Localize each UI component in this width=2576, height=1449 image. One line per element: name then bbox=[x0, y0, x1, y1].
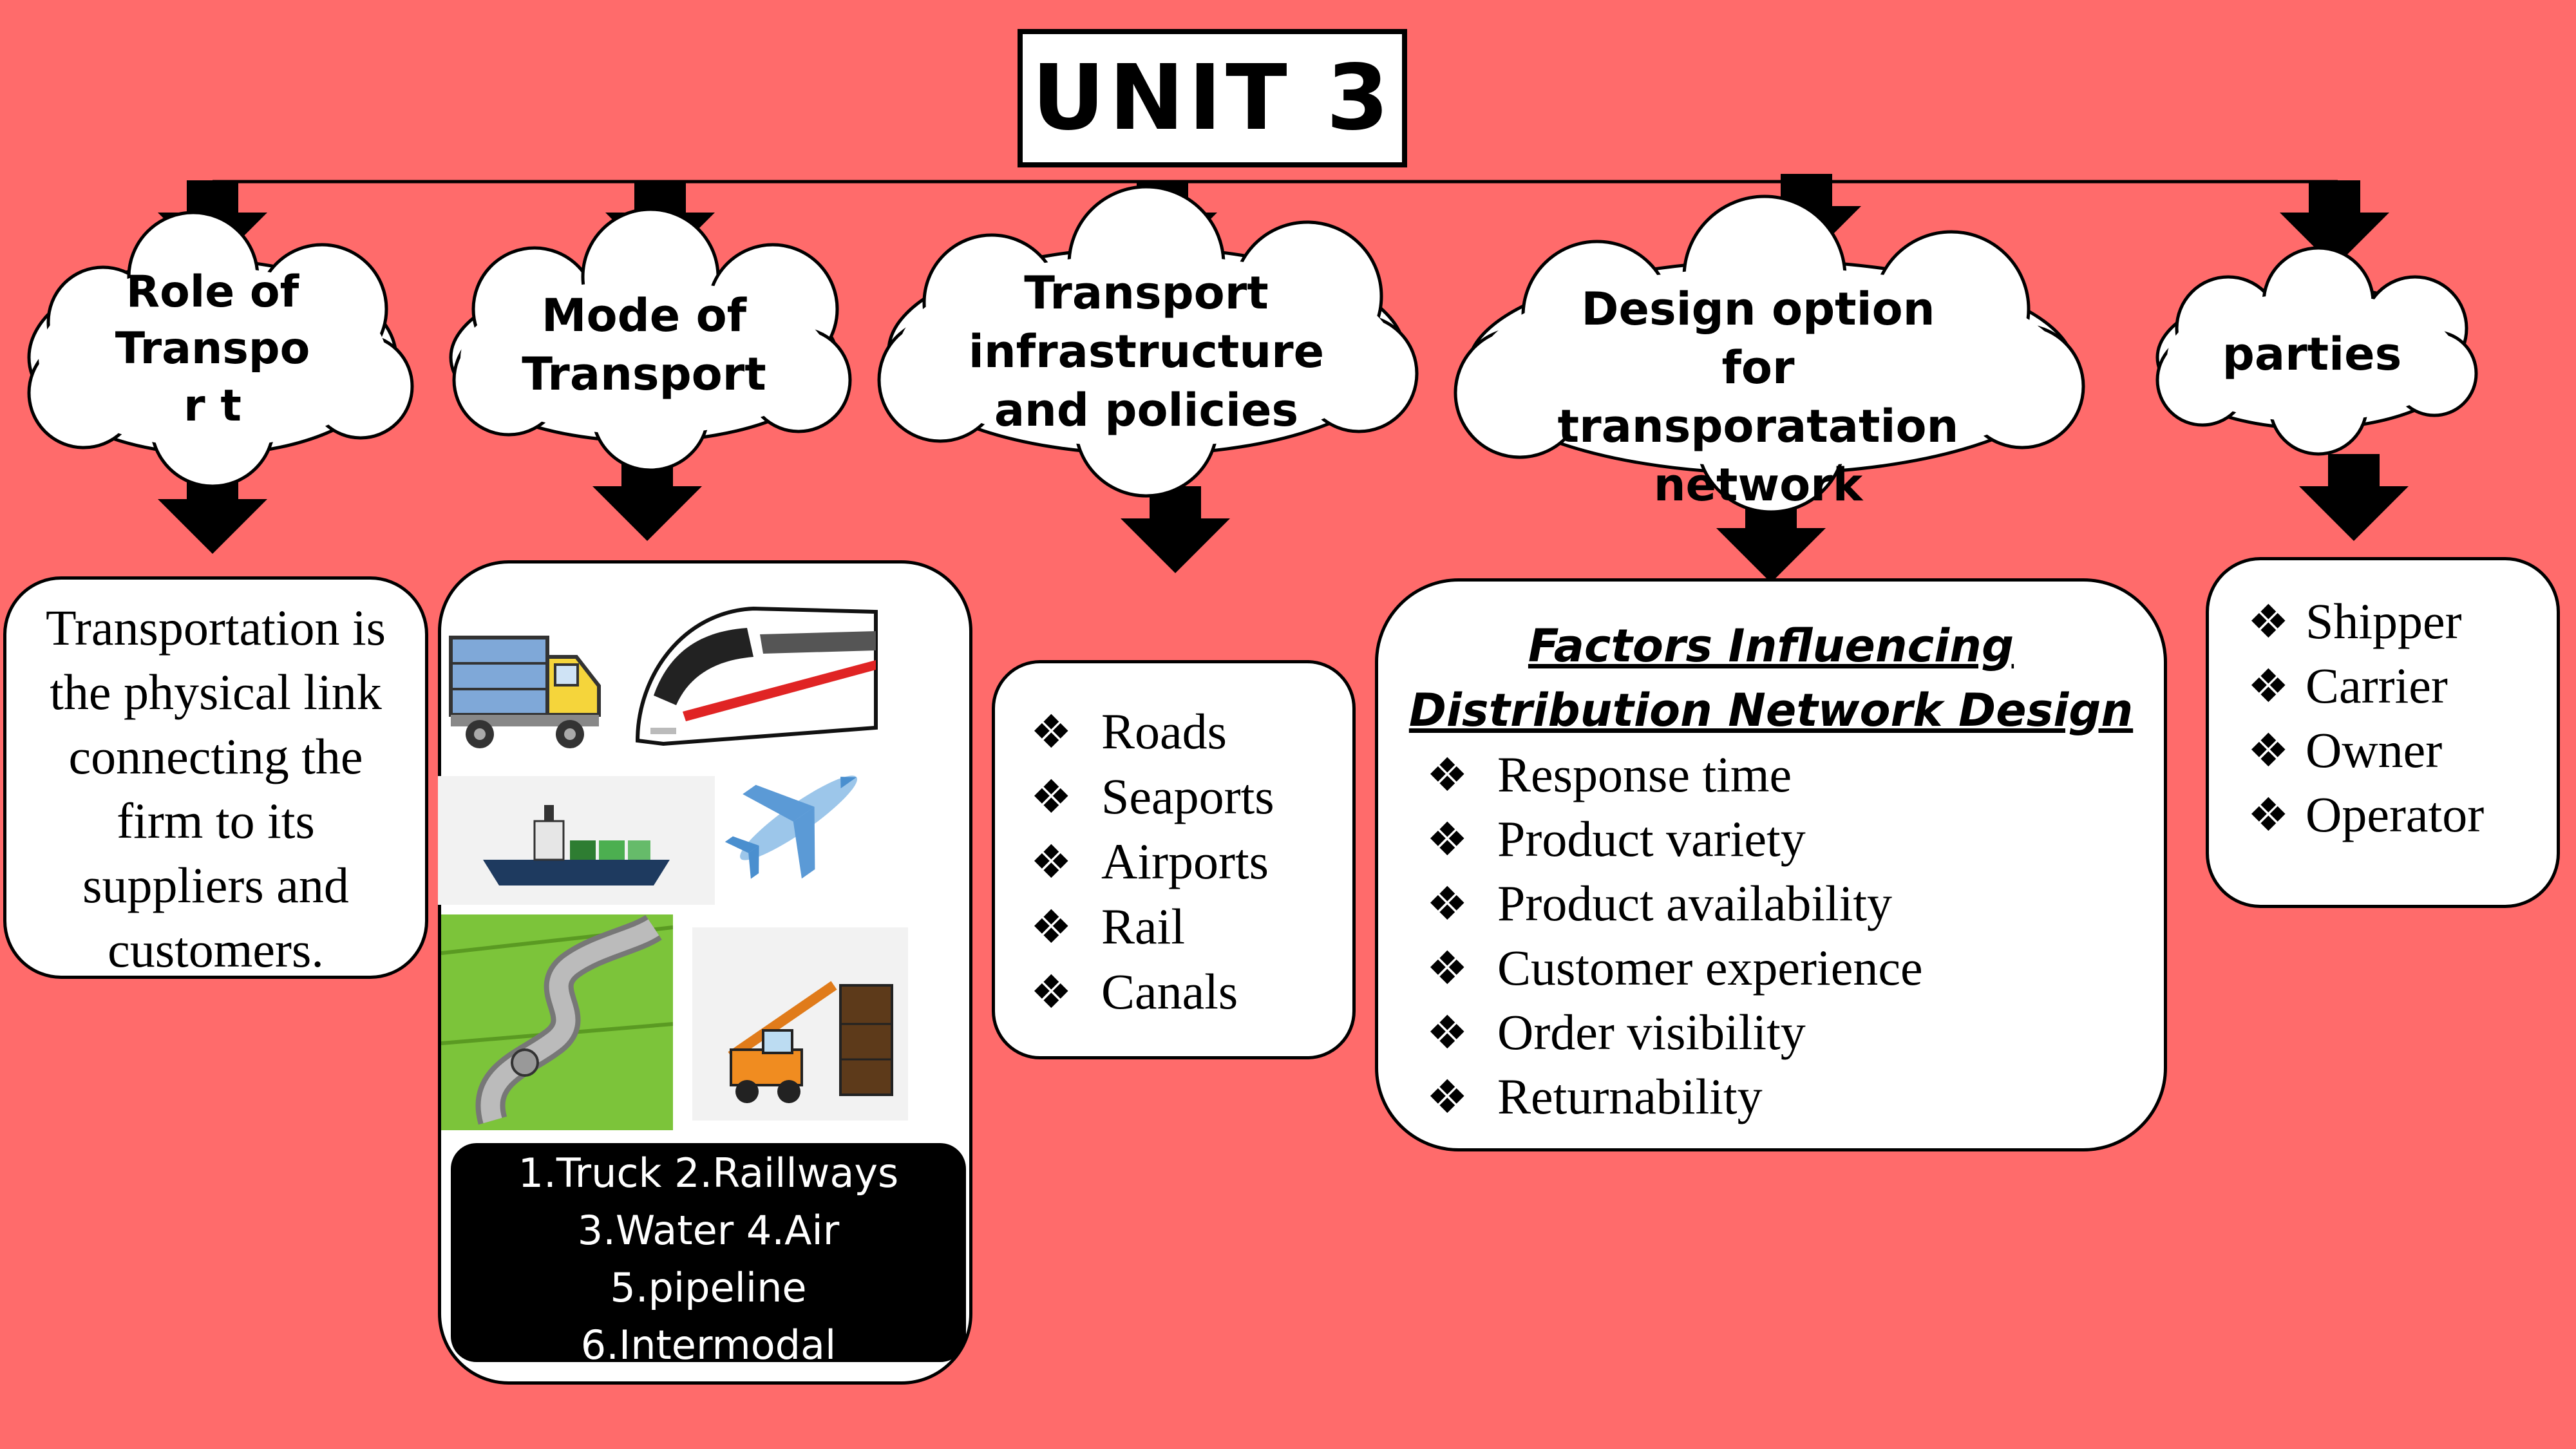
party-item: Carrier bbox=[2306, 658, 2448, 714]
list-item: ❖ Product availability bbox=[1426, 871, 2164, 936]
list-item: ❖ Product variety bbox=[1426, 807, 2164, 871]
design-heading-line: Factors Influencing bbox=[1528, 620, 2014, 672]
infrastructure-item: Roads bbox=[1101, 703, 1227, 759]
list-item: ❖ Roads bbox=[1030, 699, 1352, 764]
design-label-text: Design option for transporatation networ… bbox=[1557, 283, 1959, 511]
ship-icon bbox=[438, 776, 715, 905]
list-item: ❖ Order visibility bbox=[1426, 1000, 2164, 1065]
airplane-icon bbox=[724, 775, 857, 879]
mode-caption-line: 1.Truck 2.Raillways bbox=[518, 1150, 899, 1197]
bullet-icon: ❖ bbox=[1426, 812, 1468, 866]
list-item: ❖ Shipper bbox=[2248, 589, 2557, 654]
infrastructure-item: Canals bbox=[1101, 963, 1238, 1019]
design-factor: Customer experience bbox=[1497, 940, 1923, 996]
train-icon bbox=[635, 606, 878, 746]
list-item: ❖ Airports bbox=[1030, 829, 1352, 894]
truck-icon bbox=[449, 636, 601, 748]
list-item: ❖ Operator bbox=[2248, 782, 2557, 847]
bullet-icon: ❖ bbox=[1426, 1070, 1468, 1124]
title-box: UNIT 3 bbox=[1018, 29, 1407, 167]
cloud-mode-label: Mode of Transport bbox=[489, 287, 799, 404]
parties-label-text: parties bbox=[2222, 328, 2402, 381]
cloud-infrastructure-label: Transport infrastructure and policies bbox=[921, 264, 1372, 440]
bullet-icon: ❖ bbox=[1426, 941, 1468, 995]
bullet-icon: ❖ bbox=[1030, 769, 1072, 824]
bullet-icon: ❖ bbox=[2248, 723, 2289, 777]
design-factor: Returnability bbox=[1497, 1068, 1763, 1124]
design-factor: Response time bbox=[1497, 746, 1792, 802]
mode-caption-line: 6.Intermodal bbox=[580, 1321, 837, 1368]
pipeline-icon bbox=[441, 914, 673, 1130]
list-item: ❖ Response time bbox=[1426, 743, 2164, 807]
infrastructure-item: Airports bbox=[1101, 833, 1269, 889]
cloud-design-label: Design option for transporatation networ… bbox=[1501, 280, 2016, 515]
design-factor: Product variety bbox=[1497, 811, 1806, 867]
design-heading-line: Distribution Network Design bbox=[1408, 684, 2134, 737]
party-item: Shipper bbox=[2306, 593, 2462, 649]
arrow-parties-box bbox=[2299, 454, 2409, 541]
modes-caption: 1.Truck 2.Raillways 3.Water 4.Air 5.pipe… bbox=[451, 1143, 966, 1368]
cloud-parties-label: parties bbox=[2209, 325, 2415, 384]
infrastructure-box: ❖ Roads ❖ Seaports ❖ Airports ❖ Rail ❖ Canals bbox=[992, 660, 1356, 1059]
role-label-text: Role of Transpor t bbox=[115, 267, 310, 431]
page-title: UNIT 3 bbox=[1032, 46, 1393, 151]
role-box: Transportation is the physical link conn… bbox=[3, 576, 428, 979]
infrastructure-list: ❖ Roads ❖ Seaports ❖ Airports ❖ Rail ❖ Canals bbox=[995, 663, 1352, 1024]
party-item: Owner bbox=[2306, 722, 2443, 778]
bullet-icon: ❖ bbox=[1030, 899, 1072, 954]
bullet-icon: ❖ bbox=[1426, 748, 1468, 802]
party-item: Operator bbox=[2306, 786, 2485, 842]
list-item: ❖ Seaports bbox=[1030, 764, 1352, 829]
bullet-icon: ❖ bbox=[2248, 788, 2289, 842]
infrastructure-item: Rail bbox=[1101, 898, 1185, 954]
cloud-role-label: Role of Transpor t bbox=[77, 264, 348, 435]
role-description: Transportation is the physical link conn… bbox=[46, 600, 386, 978]
parties-list: ❖ Shipper ❖ Carrier ❖ Owner ❖ Operator bbox=[2209, 560, 2557, 847]
infrastructure-label-text: Transport infrastructure and policies bbox=[968, 267, 1325, 437]
list-item: ❖ Rail bbox=[1030, 894, 1352, 959]
design-box: Factors Influencing Distribution Network… bbox=[1375, 578, 2167, 1151]
mode-label-text: Mode of Transport bbox=[522, 289, 766, 401]
design-factors-list: ❖ Response time ❖ Product variety ❖ Product… bbox=[1378, 743, 2164, 1129]
bullet-icon: ❖ bbox=[2248, 659, 2289, 713]
infrastructure-item: Seaports bbox=[1101, 768, 1274, 824]
bullet-icon: ❖ bbox=[1030, 704, 1072, 759]
crane-icon bbox=[692, 927, 908, 1121]
list-item: ❖ Carrier bbox=[2248, 654, 2557, 718]
mode-caption-line: 3.Water 4.Air bbox=[577, 1207, 840, 1254]
arrow-infrastructure-box bbox=[1121, 486, 1230, 573]
design-heading: Factors Influencing Distribution Network… bbox=[1378, 582, 2164, 743]
list-item: ❖ Customer experience bbox=[1426, 936, 2164, 1000]
design-factor: Product availability bbox=[1497, 875, 1893, 931]
list-item: ❖ Owner bbox=[2248, 718, 2557, 782]
bullet-icon: ❖ bbox=[1426, 876, 1468, 931]
parties-box: ❖ Shipper ❖ Carrier ❖ Owner ❖ Operator bbox=[2206, 557, 2560, 908]
bullet-icon: ❖ bbox=[1030, 964, 1072, 1019]
design-factor: Order visibility bbox=[1497, 1004, 1806, 1060]
mode-caption-line: 5.pipeline bbox=[610, 1264, 807, 1311]
bullet-icon: ❖ bbox=[1030, 834, 1072, 889]
bullet-icon: ❖ bbox=[2248, 594, 2289, 649]
list-item: ❖ Returnability bbox=[1426, 1065, 2164, 1129]
list-item: ❖ Canals bbox=[1030, 959, 1352, 1024]
bullet-icon: ❖ bbox=[1426, 1005, 1468, 1059]
